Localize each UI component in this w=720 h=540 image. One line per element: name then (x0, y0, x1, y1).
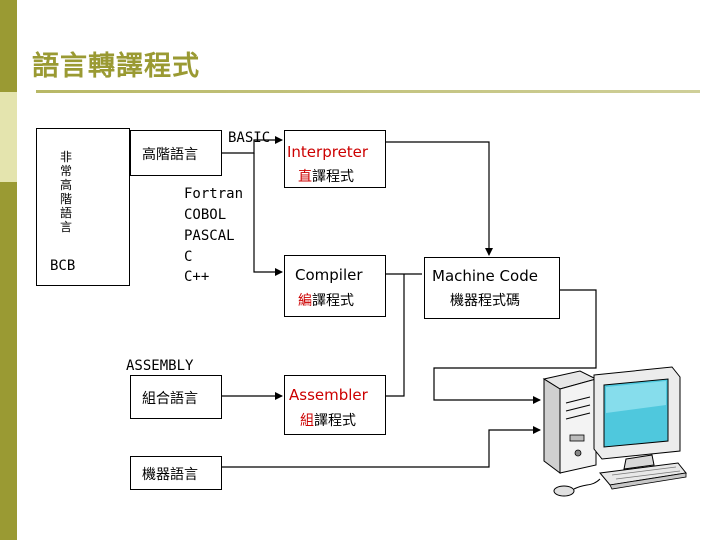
interpreter-sub-first-char: 直 (298, 169, 312, 185)
assembler-box (284, 375, 386, 435)
arrow-assembler-up (384, 274, 405, 397)
machine-code-sub: 機器程式碼 (450, 293, 520, 309)
lang-cpp: C++ (184, 269, 210, 285)
interpreter-box (284, 130, 386, 188)
machine-code-box (424, 257, 560, 319)
compiler-name: Compiler (295, 266, 363, 284)
lang-fortran: Fortran (184, 186, 244, 202)
lang-cobol: COBOL (184, 207, 227, 223)
assembly-language-box (130, 375, 222, 419)
lang-c: C (184, 249, 193, 265)
very-high-level-label: 非常高階語言 (59, 150, 72, 234)
arrow-interpreter-to-machine-code (384, 141, 493, 256)
sidebar-band-top (0, 0, 17, 92)
compiler-sub-rest: 譯程式 (312, 293, 354, 309)
machine-language-box (130, 456, 222, 490)
arrow-highlevel-to-compiler (253, 153, 283, 276)
arrow-machine-language-to-computer (221, 426, 541, 468)
compiler-box (284, 255, 386, 317)
basic-label: BASIC (228, 130, 271, 146)
arrow-machine-code-to-computer (433, 289, 597, 404)
assembler-sub-first-char: 組 (300, 413, 314, 429)
bcb-label: BCB (50, 258, 76, 274)
high-level-label: 高階語言 (142, 147, 198, 163)
sidebar-band-bottom (0, 182, 17, 540)
computer-icon (542, 366, 687, 497)
machine-language-label: 機器語言 (142, 467, 198, 483)
assembly-heading: ASSEMBLY (126, 358, 194, 374)
interpreter-sub-rest: 譯程式 (312, 169, 354, 185)
lang-pascal: PASCAL (184, 228, 235, 244)
title-divider (36, 90, 700, 93)
slide-title: 語言轉譯程式 (32, 51, 200, 82)
assembly-language-label: 組合語言 (142, 391, 198, 407)
machine-code-name: Machine Code (432, 267, 538, 285)
sidebar-band-middle (0, 92, 17, 182)
very-high-level-box (36, 128, 130, 286)
assembler-name: Assembler (289, 386, 368, 404)
assembler-sub: 組譯程式 (300, 410, 356, 430)
high-level-box (130, 130, 222, 176)
interpreter-name: Interpreter (287, 143, 369, 161)
compiler-sub: 編譯程式 (298, 290, 354, 310)
compiler-sub-first-char: 編 (298, 293, 312, 309)
arrow-highlevel-to-interpreter (221, 136, 283, 154)
interpreter-sub: 直譯程式 (298, 166, 354, 186)
assembler-sub-rest: 譯程式 (314, 413, 356, 429)
